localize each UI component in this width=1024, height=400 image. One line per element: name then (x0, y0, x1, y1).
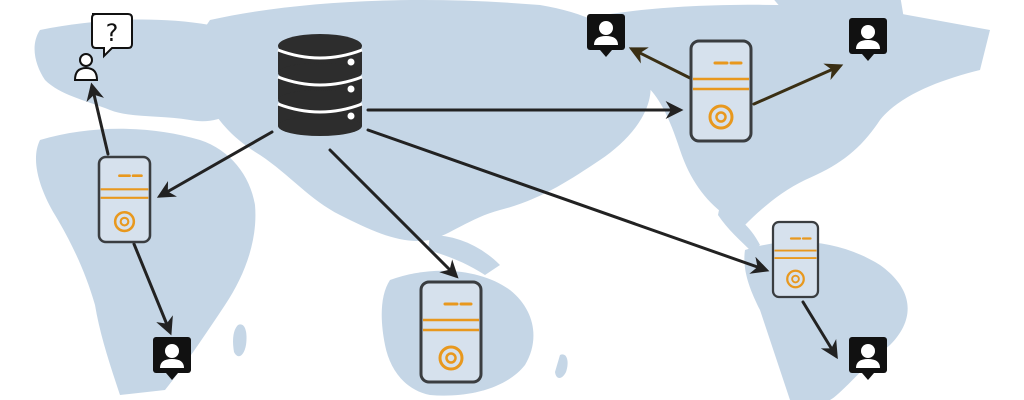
map-africa (35, 128, 256, 395)
arrow-europe-server-to-user-africa (132, 242, 173, 336)
database-icon (277, 34, 363, 136)
map-new-zealand (555, 354, 568, 378)
map-central-america (718, 205, 760, 252)
arrow-db-to-south-asia-server (328, 148, 459, 279)
connections (86, 47, 844, 360)
map-south-america (744, 241, 908, 400)
question-mark: ? (106, 19, 119, 47)
map-southeast-asia (428, 235, 500, 275)
map-madagascar (233, 324, 247, 357)
map-north-america (580, 4, 990, 225)
arrow-sa-server-to-user-south-america (801, 300, 838, 360)
server-south-america-icon (771, 220, 820, 299)
server-south-asia-icon (419, 280, 483, 384)
arrow-db-to-europe-server (156, 130, 274, 198)
arrow-europe-server-to-unknown-user (86, 82, 110, 156)
arrow-na-server-to-user-atlantic (752, 63, 844, 106)
user-question-icon: ? (73, 13, 133, 81)
server-europe-icon (97, 155, 152, 244)
arrow-db-to-south-america-server (366, 128, 770, 274)
server-north-america-icon (689, 39, 753, 143)
arrow-na-server-to-user-east-asia (628, 47, 692, 80)
